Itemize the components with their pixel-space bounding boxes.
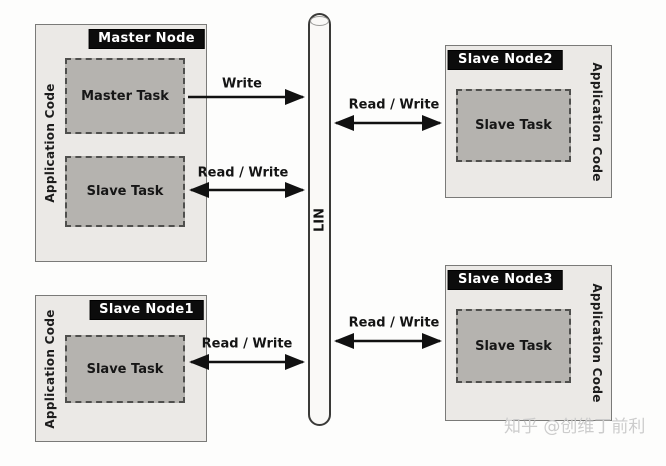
slave-node2-title: Slave Node2 bbox=[448, 50, 563, 70]
slave-node3-task-box: Slave Task bbox=[456, 309, 571, 383]
slave3-read-write-label: Read / Write bbox=[348, 315, 440, 331]
master-read-write-label: Read / Write bbox=[197, 165, 289, 181]
slave-node3-application-code-label: Application Code bbox=[590, 283, 604, 403]
master-node: Master Node Application Code Master Task… bbox=[35, 24, 207, 262]
slave-node3: Slave Node3 Application Code Slave Task bbox=[445, 265, 612, 421]
master-write-label: Write bbox=[221, 76, 263, 92]
slave2-read-write-label: Read / Write bbox=[348, 97, 440, 113]
slave-node2-task-box: Slave Task bbox=[456, 89, 571, 162]
slave-node1-task-box: Slave Task bbox=[65, 335, 185, 403]
slave1-read-write-label: Read / Write bbox=[201, 336, 293, 352]
master-application-code-label: Application Code bbox=[43, 83, 57, 203]
lin-bus: LIN bbox=[308, 13, 331, 426]
watermark: 知乎 @创维丁前利 bbox=[504, 417, 646, 437]
master-task-box: Master Task bbox=[65, 58, 185, 134]
slave-node2: Slave Node2 Application Code Slave Task bbox=[445, 45, 612, 198]
slave-node1: Slave Node1 Application Code Slave Task bbox=[35, 295, 207, 442]
slave-node3-title: Slave Node3 bbox=[448, 270, 563, 290]
master-slave-task-box: Slave Task bbox=[65, 156, 185, 227]
lin-bus-top-cap-icon bbox=[310, 16, 329, 26]
slave-node1-title: Slave Node1 bbox=[89, 300, 204, 320]
slave-node1-application-code-label: Application Code bbox=[43, 308, 57, 429]
master-node-title: Master Node bbox=[88, 29, 205, 49]
slave-node2-application-code-label: Application Code bbox=[590, 61, 604, 182]
lin-bus-label: LIN bbox=[312, 207, 327, 232]
